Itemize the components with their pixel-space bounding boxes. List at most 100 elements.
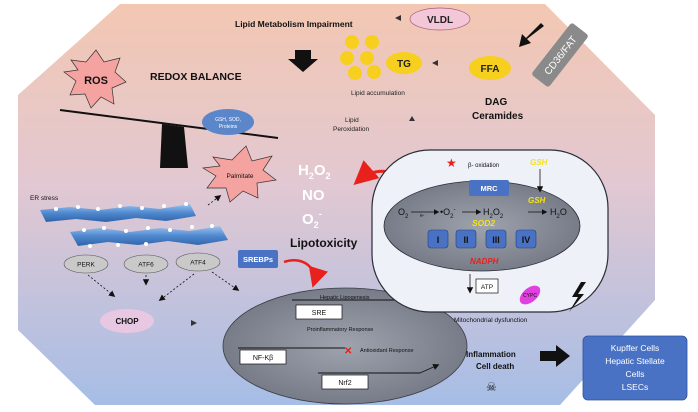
- dashed-arrow: [158, 273, 195, 301]
- atp-box: [475, 278, 499, 294]
- superoxide-mito-label: •O2-: [440, 207, 456, 220]
- lipid-droplet: [345, 35, 359, 49]
- beta-oxidation-label: β- oxidation: [468, 163, 499, 169]
- lsecs-label: LSECs: [622, 382, 648, 392]
- lipid-droplet: [367, 65, 381, 79]
- nrf2-label: Nrf2: [338, 380, 351, 387]
- cypc-label: CYPC: [523, 293, 537, 299]
- kupffer-cells-label: Kupffer Cells: [611, 343, 660, 353]
- atf4-label: ATF4: [190, 260, 206, 267]
- ffa-label: FFA: [481, 64, 500, 75]
- complex-iii-label: III: [492, 235, 500, 245]
- lightning-icon: [569, 282, 586, 312]
- atf6-oval: [123, 254, 169, 274]
- gsh-sod-label: GSH, SOD,: [215, 117, 241, 123]
- h2o2-mito-label: H2O2: [483, 207, 504, 220]
- red-x-icon: ✕: [344, 346, 352, 357]
- ros-label: ROS: [84, 75, 108, 87]
- pathway-arrow: [419, 364, 440, 374]
- target-cells-box: [582, 335, 688, 401]
- mrc-label: MRC: [480, 184, 498, 193]
- h2o-label: H2O: [550, 207, 567, 220]
- er-membrane-2: [70, 226, 228, 246]
- cypc-oval: [519, 285, 541, 305]
- complex-iv: [515, 229, 537, 249]
- complex-iii: [485, 229, 507, 249]
- seesaw-fulcrum: [160, 124, 188, 168]
- complex-iv-label: IV: [522, 235, 531, 245]
- sre-label: SRE: [312, 310, 327, 317]
- atf6-label: ATF6: [138, 262, 154, 269]
- lipid-droplet: [340, 51, 354, 65]
- red-curved-arrow: [283, 259, 328, 288]
- ribosomes: [54, 202, 214, 248]
- cd36-arrow-icon: [519, 23, 544, 47]
- stellate-cells-label: Hepatic Stellate: [605, 356, 665, 366]
- superoxide-label: O2-: [302, 209, 322, 230]
- hepatic-lipogenesis-label: Hepatic Lipogenesis: [320, 295, 370, 301]
- redox-balance-label: REDOX BALANCE: [150, 71, 242, 83]
- chop-label: CHOP: [115, 317, 139, 326]
- peroxidation-label: Peroxidation: [333, 126, 370, 133]
- inflammation-label: Inflammation: [466, 350, 516, 359]
- nucleus: [222, 287, 468, 405]
- tg-label: TG: [397, 59, 411, 70]
- complex-ii: [455, 229, 477, 249]
- dashed-arrow: [87, 274, 116, 298]
- atf4-oval: [175, 252, 221, 272]
- sre-box: [295, 304, 343, 320]
- palmitate-label: Palmitate: [226, 173, 253, 180]
- srebps-box: [238, 250, 278, 268]
- dashed-arrow: [207, 195, 222, 206]
- perk-oval: [63, 254, 109, 274]
- lipid-impairment-label: Lipid Metabolism Impairment: [235, 19, 353, 29]
- palmitate-burst-icon: [201, 145, 277, 203]
- srebps-label: SREBPs: [243, 255, 273, 264]
- small-arrow-icon: [395, 15, 401, 21]
- proinflammatory-label: Proinflammatory Response: [307, 327, 373, 333]
- ceramides-label: Ceramides: [472, 111, 524, 122]
- dag-label: DAG: [485, 97, 507, 108]
- down-arrow-icon: [288, 50, 318, 72]
- chop-oval: [100, 309, 154, 333]
- cd36-box: [532, 23, 588, 87]
- complex-i: [427, 229, 449, 249]
- cell-death-label: Cell death: [476, 362, 514, 371]
- gsh-top-label: GSH: [530, 158, 548, 167]
- lipid-label: Lipid: [345, 117, 359, 124]
- lipid-droplet: [365, 35, 379, 49]
- skull-icon: ☠: [486, 380, 497, 394]
- lipid-droplet: [348, 66, 362, 80]
- nadph-label: NADPH: [470, 257, 499, 266]
- seesaw-beam: [59, 109, 279, 139]
- lipid-droplet: [360, 51, 374, 65]
- nfkb-label: NF-Kβ: [253, 355, 273, 362]
- vldl-oval: [409, 7, 471, 31]
- perk-label: PERK: [77, 262, 95, 269]
- gsh-sod-pill: [202, 109, 254, 135]
- red-star-icon: ★: [446, 156, 457, 170]
- tg-oval: [386, 52, 422, 74]
- complex-i-label: I: [437, 235, 440, 245]
- right-arrow-icon: [540, 345, 570, 367]
- electron-label: e-: [420, 213, 425, 219]
- h2o2-label: H2O2: [298, 162, 331, 181]
- vldl-label: VLDL: [427, 15, 453, 26]
- ros-star-icon: [63, 49, 127, 109]
- small-arrow-icon: [432, 60, 438, 66]
- small-arrow-icon: [409, 116, 415, 121]
- complex-ii-label: II: [463, 235, 468, 245]
- dashed-arrow: [211, 271, 240, 291]
- nrf2-box: [321, 374, 369, 390]
- lipotoxicity-label: Lipotoxicity: [290, 236, 358, 250]
- nfkb-box: [239, 349, 287, 365]
- er-stress-label: ER stress: [30, 195, 59, 202]
- stellate-cells-label-2: Cells: [626, 369, 645, 379]
- lipid-accumulation-label: Lipid accumulation: [351, 90, 405, 97]
- ffa-oval: [469, 56, 511, 80]
- mito-dysfunction-label: Mitochondrial dysfunction: [454, 317, 528, 324]
- atp-label: ATP: [481, 284, 493, 291]
- proteins-label: Proteins: [219, 124, 238, 130]
